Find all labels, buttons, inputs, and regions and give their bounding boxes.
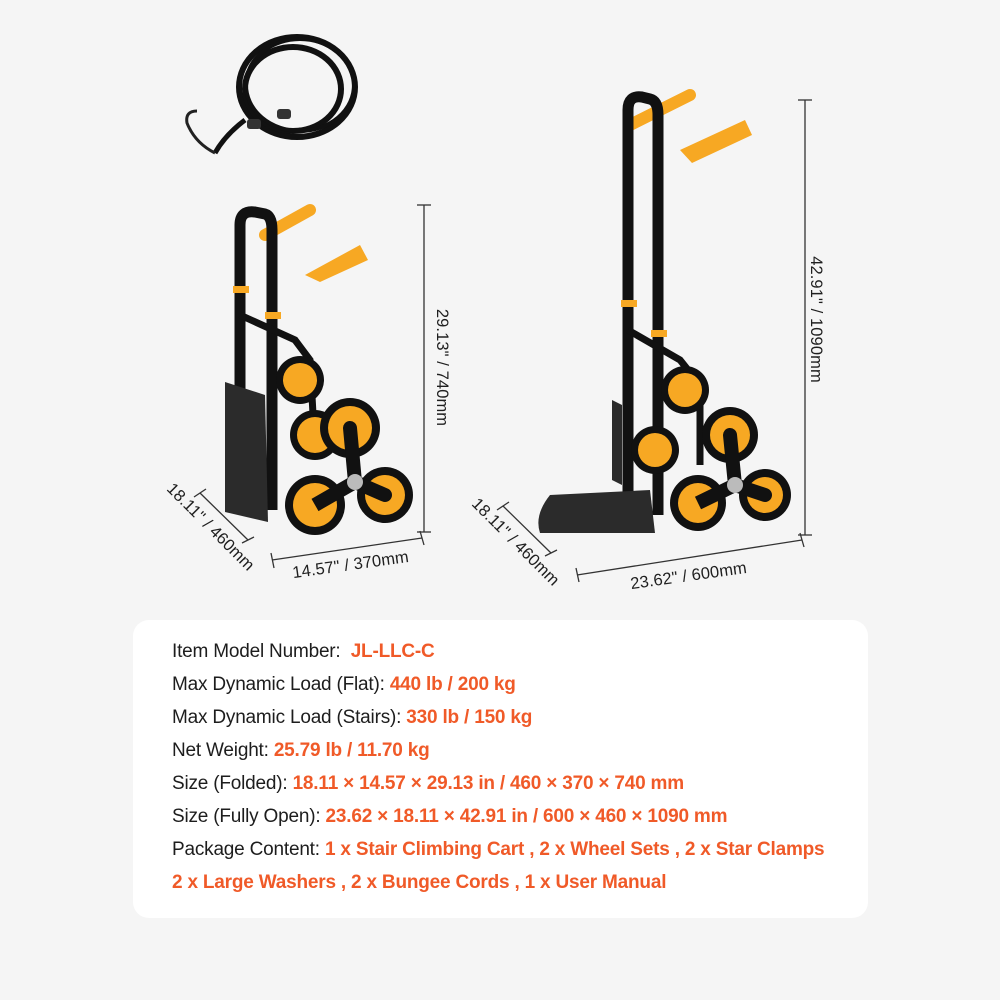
stair-cart-open-icon [538,89,791,533]
spec-size-folded-value: 18.11 × 14.57 × 29.13 in / 460 × 370 × 7… [292,773,685,794]
spec-load-flat-label: Max Dynamic Load (Flat): [172,674,385,695]
spec-load-flat-value: 440 lb / 200 kg [389,674,516,695]
spec-package-label: Package Content: [172,839,320,860]
spec-size-open-label: Size (Fully Open): [172,806,321,827]
dimension-lines [193,99,812,583]
spec-size-folded: Size (Folded): 18.11 × 14.57 × 29.13 in … [172,773,684,795]
bungee-cord-icon [185,34,358,155]
stair-cart-folded-icon [225,204,413,535]
spec-size-folded-label: Size (Folded): [172,773,288,794]
spec-net-weight: Net Weight: 25.79 lb / 11.70 kg [172,740,430,762]
spec-size-open-value: 23.62 × 18.11 × 42.91 in / 600 × 460 × 1… [325,806,728,827]
spec-load-stairs: Max Dynamic Load (Stairs): 330 lb / 150 … [172,707,532,729]
spec-model-value: JL-LLC-C [350,641,435,662]
spec-package-cont: 2 x Large Washers , 2 x Bungee Cords , 1… [172,872,666,894]
spec-size-open: Size (Fully Open): 23.62 × 18.11 × 42.91… [172,806,727,828]
spec-net-weight-label: Net Weight: [172,740,269,761]
open-height-label: 42.91" / 1090mm [806,256,825,383]
spec-package-value-2: 2 x Large Washers , 2 x Bungee Cords , 1… [172,872,667,893]
spec-net-weight-value: 25.79 lb / 11.70 kg [273,740,430,761]
spec-load-stairs-label: Max Dynamic Load (Stairs): [172,707,402,728]
spec-model-label: Item Model Number: [172,641,341,662]
spec-package: Package Content: 1 x Stair Climbing Cart… [172,839,825,861]
spec-card [133,620,868,918]
spec-model: Item Model Number: JL-LLC-C [172,641,435,663]
spec-load-flat: Max Dynamic Load (Flat): 440 lb / 200 kg [172,674,516,696]
spec-load-stairs-value: 330 lb / 150 kg [406,707,533,728]
folded-height-label: 29.13" / 740mm [433,308,452,427]
spec-package-value-1: 1 x Stair Climbing Cart , 2 x Wheel Sets… [324,839,825,860]
